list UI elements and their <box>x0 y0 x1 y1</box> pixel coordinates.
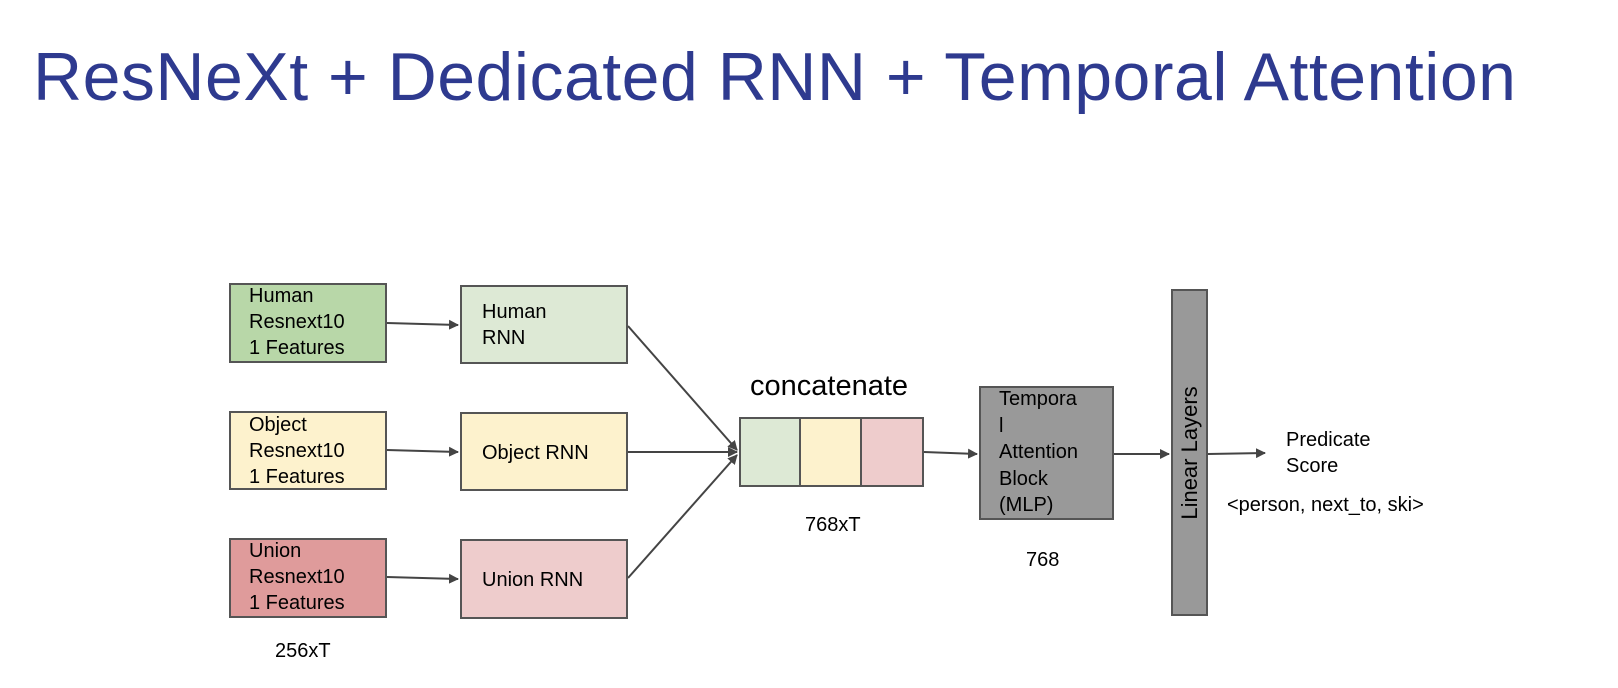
concat-segment-union <box>860 417 924 487</box>
page-title: ResNeXt + Dedicated RNN + Temporal Atten… <box>33 39 1517 115</box>
human-features-box: Human Resnext10 1 Features <box>229 283 387 363</box>
union-features-label: Union Resnext10 1 Features <box>249 540 345 614</box>
object-features-box: Object Resnext10 1 Features <box>229 411 387 490</box>
union-features-box: Union Resnext10 1 Features <box>229 538 387 618</box>
predicate-score-label: Predicate Score <box>1286 429 1371 477</box>
feature-dim-label: 256xT <box>275 640 331 662</box>
arrow-linear-to-output <box>1207 448 1266 459</box>
human-features-label: Human Resnext10 1 Features <box>249 285 345 359</box>
human-rnn-label: Human RNN <box>482 301 547 349</box>
predicate-example-label: <person, next_to, ski> <box>1227 494 1424 516</box>
arrow-union-feature-to-rnn <box>386 573 459 584</box>
linear-layers-label: Linear Layers <box>1176 385 1202 520</box>
arrow-object-feature-to-rnn <box>386 446 459 457</box>
object-features-label: Object Resnext10 1 Features <box>249 414 345 488</box>
object-rnn-box: Object RNN <box>460 412 628 491</box>
temporal-attention-label: Tempora l Attention Block (MLP) <box>999 388 1078 516</box>
concat-segment-human <box>739 417 801 487</box>
human-rnn-box: Human RNN <box>460 285 628 364</box>
attention-dim-label: 768 <box>1026 549 1060 571</box>
union-rnn-label: Union RNN <box>482 569 584 591</box>
concat-dim-label: 768xT <box>805 514 861 536</box>
arrow-concat-to-attention <box>923 448 978 459</box>
linear-layers-box: Linear Layers <box>1171 289 1208 616</box>
arrow-human-rnn-to-concat <box>627 325 738 451</box>
concat-segment-object <box>799 417 862 487</box>
object-rnn-label: Object RNN <box>482 442 589 464</box>
union-rnn-box: Union RNN <box>460 539 628 619</box>
arrow-union-rnn-to-concat <box>627 454 738 579</box>
concat-block <box>739 417 924 487</box>
arrow-human-feature-to-rnn <box>386 319 459 330</box>
concatenate-label: concatenate <box>750 370 909 402</box>
temporal-attention-box: Tempora l Attention Block (MLP) <box>979 386 1114 520</box>
